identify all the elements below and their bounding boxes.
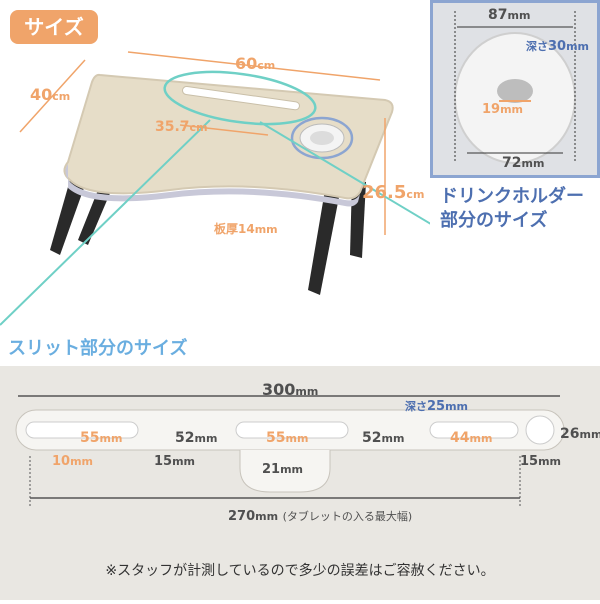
slot-height-dimension: 10mm	[52, 454, 94, 469]
slot-1-dimension: 55mm	[80, 430, 123, 446]
holder-hole-dimension: 19mm	[482, 102, 524, 117]
holder-bottom-dimension: 72mm	[502, 155, 545, 171]
depth-dimension: 40cm	[30, 85, 71, 104]
slit-total-dimension: 300mm	[262, 380, 319, 399]
drink-holder-inset	[430, 0, 600, 178]
slit-diagram	[15, 395, 565, 506]
left-edge-dimension: 15mm	[154, 454, 196, 469]
size-badge: サイズ	[10, 10, 98, 44]
gap-1-dimension: 52mm	[175, 430, 218, 446]
slit-depth-dimension: 深さ25mm	[405, 399, 469, 414]
notch-dimension: 21mm	[262, 462, 304, 477]
holder-depth-dimension: 深さ30mm	[526, 39, 590, 54]
holder-title: ドリンクホルダー 部分のサイズ	[440, 186, 584, 231]
right-edge-dimension: 15mm	[520, 454, 562, 469]
measurement-note: ※スタッフが計測しているので多少の誤差はご容赦ください。	[105, 563, 495, 579]
drink-holder-illustration	[454, 11, 576, 164]
slot-3-dimension: 44mm	[450, 430, 493, 446]
slot-2-dimension: 55mm	[266, 430, 309, 446]
slit-detail-panel	[0, 366, 600, 600]
tablet-width-dimension: 270mm (タブレットの入る最大幅)	[228, 509, 413, 524]
table-illustration	[0, 51, 430, 326]
holder-top-dimension: 87mm	[488, 7, 531, 23]
slot-length-dimension: 35.7cm	[155, 119, 208, 135]
slit-section-title: スリット部分のサイズ	[8, 338, 188, 359]
height-dimension: 26.5cm	[362, 182, 425, 203]
slit-height-dimension: 26mm	[560, 426, 600, 442]
width-dimension: 60cm	[235, 54, 276, 73]
gap-2-dimension: 52mm	[362, 430, 405, 446]
thickness-dimension: 板厚14mm	[214, 222, 278, 236]
